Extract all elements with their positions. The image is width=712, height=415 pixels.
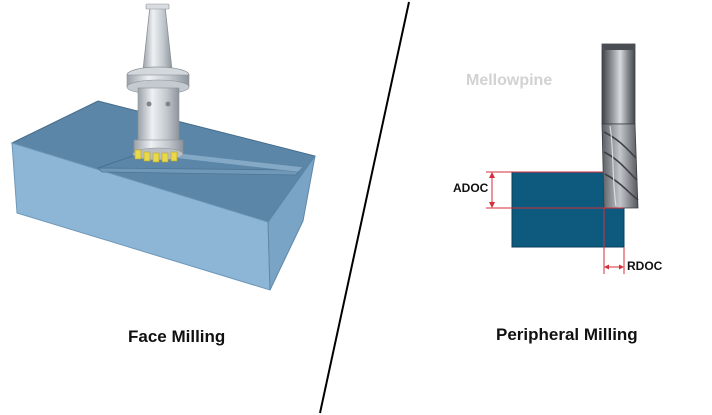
tool-body [137, 87, 180, 144]
section-divider [319, 1, 410, 414]
face-mill-tool [126, 3, 190, 163]
workpiece-upper [511, 171, 605, 209]
dimension-lines [486, 171, 625, 274]
end-mill-shank [601, 43, 636, 125]
carbide-inserts [134, 149, 178, 163]
end-mill-tool [601, 43, 639, 209]
peripheral-milling-workpiece [511, 171, 625, 248]
rdoc-label: RDOC [627, 259, 663, 273]
face-milling-caption: Face Milling [128, 327, 226, 346]
block-side-face [267, 155, 316, 291]
watermark-text: Mellowpine [466, 72, 553, 89]
peripheral-milling-caption: Peripheral Milling [496, 325, 638, 344]
workpiece-lower [511, 207, 625, 248]
end-mill-flutes [601, 123, 639, 209]
adoc-label: ADOC [453, 181, 489, 195]
machined-pass-groove [97, 167, 301, 176]
tool-taper [142, 5, 173, 71]
